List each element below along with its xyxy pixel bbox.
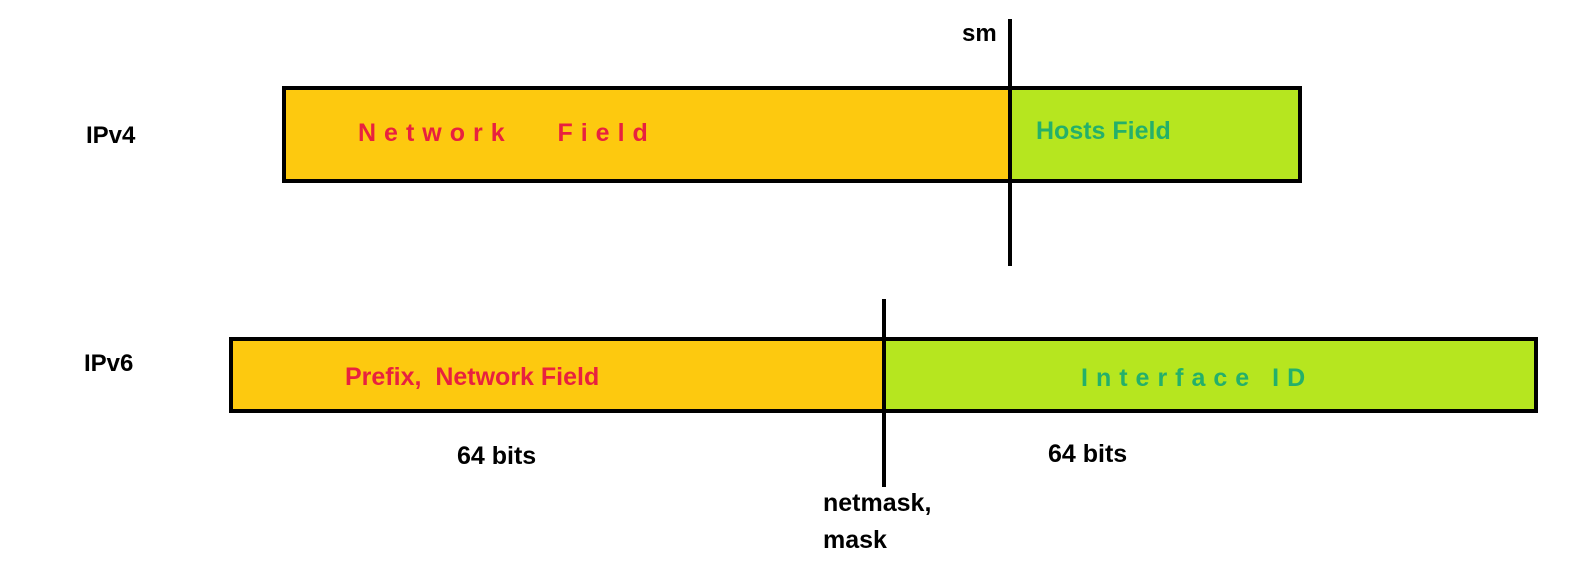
ipv6-divider-label-line1: netmask, bbox=[823, 489, 932, 517]
ipv4-subnet-divider bbox=[1008, 19, 1012, 266]
ipv4-label: IPv4 bbox=[86, 122, 136, 149]
ipv6-prefix-field-box: Prefix, Network Field bbox=[229, 337, 886, 413]
ipv4-network-field-label: Network Field bbox=[358, 119, 656, 147]
ipv6-interface-id-box: Interface ID bbox=[884, 337, 1538, 413]
ipv4-hosts-field-box: Hosts Field bbox=[1010, 86, 1302, 183]
ipv4-network-field-box: Network Field bbox=[282, 86, 1013, 183]
ipv4-hosts-field-label: Hosts Field bbox=[1036, 117, 1171, 145]
ipv6-divider-label-line2: mask bbox=[823, 526, 887, 554]
ipv6-interface-id-label: Interface ID bbox=[1081, 364, 1314, 392]
ipv6-label: IPv6 bbox=[84, 350, 134, 377]
ipv6-prefix-field-label: Prefix, Network Field bbox=[345, 363, 600, 391]
ipv4-divider-label: sm bbox=[962, 20, 997, 47]
ipv6-left-bits-label: 64 bits bbox=[457, 442, 537, 470]
ipv6-right-bits-label: 64 bits bbox=[1048, 440, 1128, 468]
ipv6-netmask-divider bbox=[882, 299, 886, 487]
